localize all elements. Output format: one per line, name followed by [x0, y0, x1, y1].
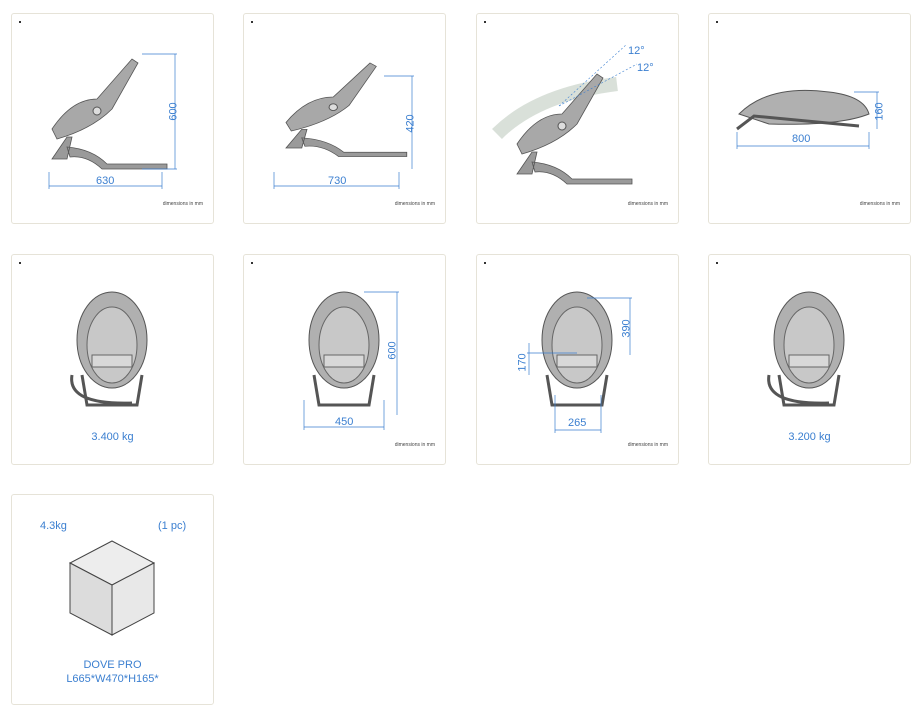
height-label: 420 — [404, 114, 417, 133]
bouncer-perspective-illustration — [767, 290, 846, 407]
backrest-height-label: 390 — [620, 319, 633, 338]
dimensions-note: dimensions in mm — [627, 442, 668, 448]
package-dimensions: L665*W470*H165* — [66, 673, 159, 685]
width-label: 450 — [335, 416, 354, 428]
bouncer-seat-illustration — [527, 290, 632, 433]
weight-label: 3.400 kg — [91, 431, 134, 443]
bouncer-rocking-illustration — [492, 43, 638, 185]
dimensions-note: dimensions in mm — [859, 201, 900, 207]
package-quantity: (1 pc) — [158, 520, 187, 532]
bouncer-side-illustration — [48, 53, 177, 189]
width-label: 265 — [568, 417, 587, 429]
bouncer-folded-illustration — [736, 89, 879, 149]
package-box-icon — [68, 540, 156, 636]
width-label: 800 — [792, 133, 811, 145]
package-name: DOVE PRO — [83, 659, 142, 671]
height-label: 160 — [873, 102, 886, 121]
dimensions-note: dimensions in mm — [162, 201, 203, 207]
side-view-rocking-card: 12° 12° dimensions in mm — [476, 13, 679, 224]
seat-dimensions-card: 390 170 265 dimensions in mm — [476, 254, 679, 465]
dimensions-note: dimensions in mm — [627, 201, 668, 207]
bouncer-3200-card: 3.200 kg — [708, 254, 911, 465]
height-label: 600 — [167, 102, 180, 121]
flat-fold-card: 160 800 dimensions in mm — [708, 13, 911, 224]
side-view-upright-card: 600 630 dimensions in mm — [11, 13, 214, 224]
bouncer-3400-card: 3.400 kg — [11, 254, 214, 465]
bouncer-perspective-illustration — [70, 290, 149, 407]
dimensions-note: dimensions in mm — [394, 442, 435, 448]
package-card: 4.3kg (1 pc) DOVE PRO L665*W470*H165* — [11, 494, 214, 705]
front-view-card: 600 450 dimensions in mm — [243, 254, 446, 465]
angle-up-label: 12° — [628, 45, 645, 57]
angle-down-label: 12° — [637, 62, 654, 74]
side-view-recline-card: 420 730 dimensions in mm — [243, 13, 446, 224]
seat-height-label: 170 — [516, 353, 529, 372]
bouncer-side-illustration — [273, 62, 414, 189]
height-label: 600 — [386, 341, 399, 360]
weight-label: 3.200 kg — [788, 431, 831, 443]
bouncer-front-illustration — [303, 290, 399, 430]
width-label: 730 — [328, 175, 347, 187]
package-weight: 4.3kg — [40, 520, 67, 532]
dimensions-note: dimensions in mm — [394, 201, 435, 207]
width-label: 630 — [96, 175, 115, 187]
